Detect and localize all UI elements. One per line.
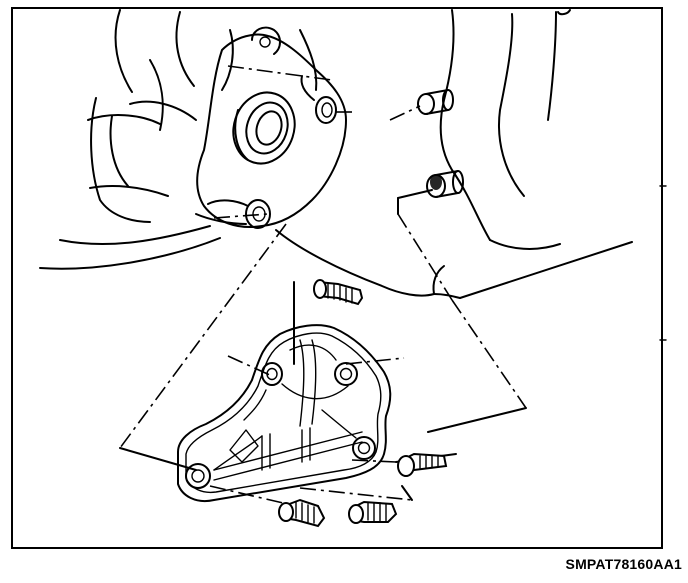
figure-reference-code: SMPAT78160AA1: [565, 556, 682, 572]
bolt-top: [313, 279, 364, 306]
bolt-lower-left: [278, 498, 326, 528]
bolt-right: [397, 452, 448, 477]
figure-border: [11, 7, 663, 549]
mounting-bracket: [177, 324, 392, 502]
bolt-lower-right: [348, 500, 398, 524]
engine-housing: [39, 9, 667, 341]
